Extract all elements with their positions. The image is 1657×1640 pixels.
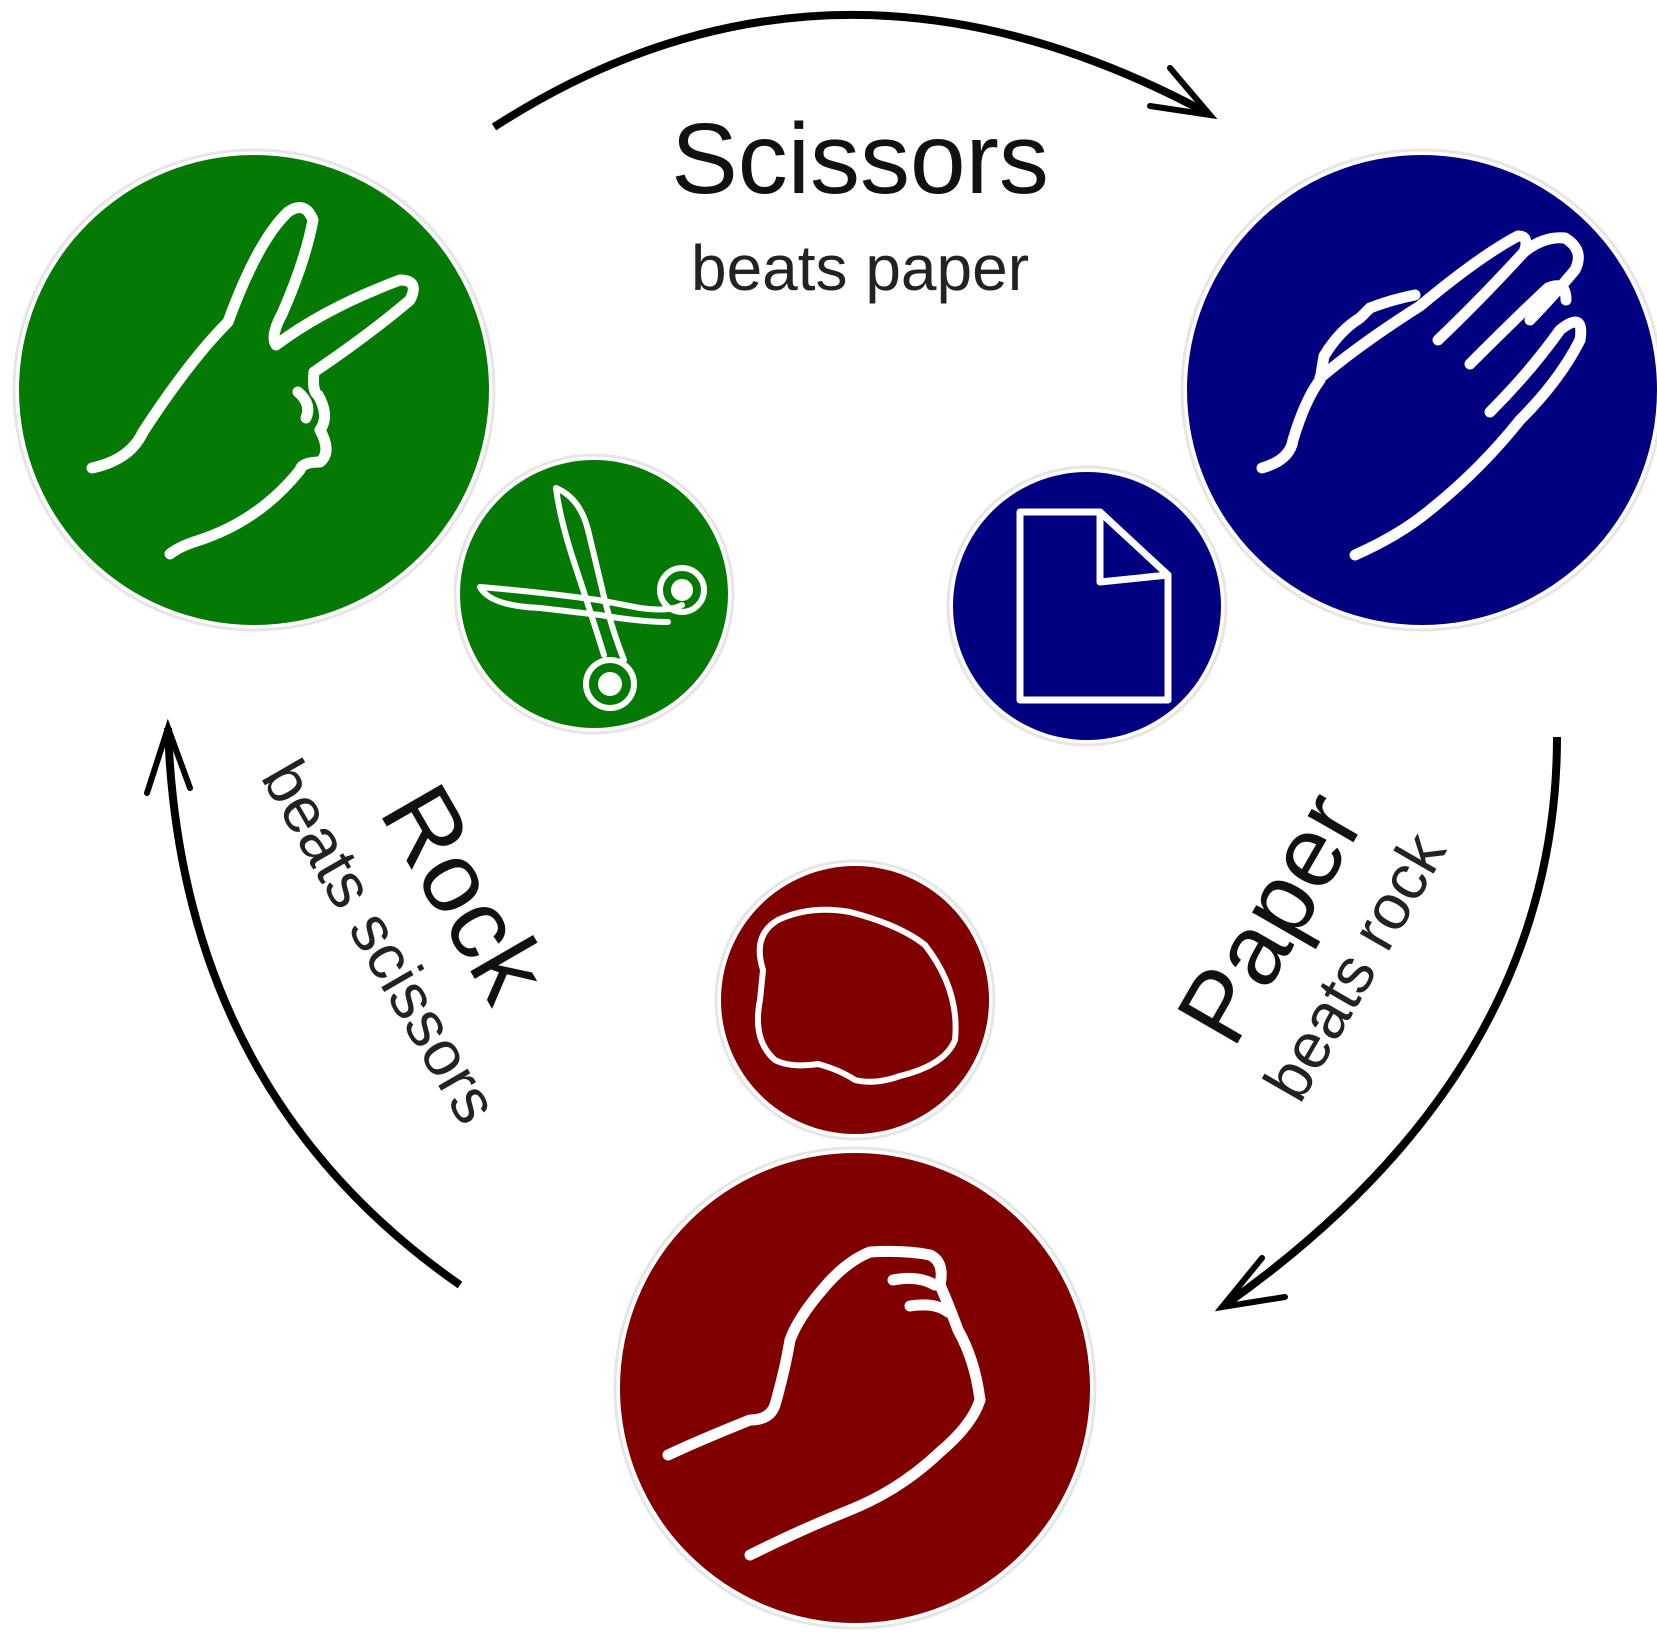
scissors-subtitle: beats paper (691, 232, 1029, 304)
paper-label: Paper beats rock (1148, 761, 1460, 1112)
scissors-title: Scissors (671, 103, 1049, 215)
rock-group (615, 861, 1095, 1628)
scissors-group (14, 150, 733, 733)
scissors-hand-disc (19, 155, 489, 625)
rock-label: Rock beats scissors (248, 689, 614, 1135)
rock-hand-disc (620, 1153, 1090, 1623)
paper-hand-disc (1187, 155, 1657, 625)
paper-group (948, 150, 1657, 745)
scissors-label: Scissors beats paper (671, 103, 1049, 304)
